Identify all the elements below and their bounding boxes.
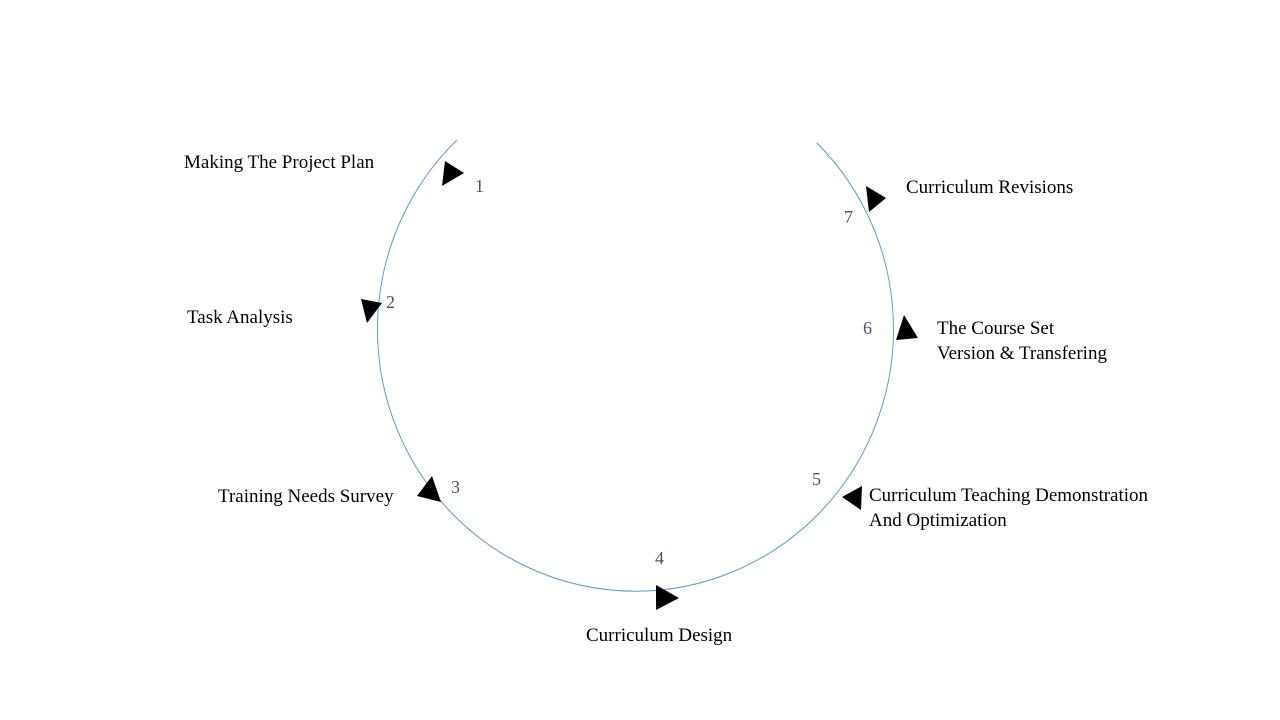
- step-label-5: Curriculum Teaching Demonstration And Op…: [869, 483, 1148, 533]
- arrow-icon-1: [442, 161, 464, 186]
- step-number-2: 2: [386, 292, 395, 312]
- step-label-6-line1: The Course Set: [937, 318, 1055, 339]
- step-label-1: Making The Project Plan: [184, 152, 375, 173]
- arrow-icon-6: [896, 315, 918, 340]
- arrow-icon-5: [842, 486, 862, 510]
- step-label-5-line1: Curriculum Teaching Demonstration: [869, 485, 1149, 506]
- step-label-7: Curriculum Revisions: [906, 177, 1074, 198]
- arrow-icon-3: [417, 476, 441, 502]
- step-label-6: The Course Set Version & Transfering: [937, 316, 1107, 366]
- arrow-icon-4: [656, 585, 679, 610]
- step-label-3: Training Needs Survey: [218, 486, 394, 507]
- step-label-2: Task Analysis: [187, 307, 293, 328]
- step-label-4: Curriculum Design: [586, 625, 733, 646]
- step-label-5-line2: And Optimization: [869, 510, 1007, 531]
- step-number-4: 4: [655, 548, 664, 568]
- arrow-icon-7: [866, 186, 886, 212]
- step-number-7: 7: [844, 207, 853, 227]
- cycle-arc: [376, 139, 894, 592]
- arrow-icon-2: [361, 299, 382, 323]
- step-label-6-line2: Version & Transfering: [937, 343, 1107, 364]
- step-number-3: 3: [451, 477, 460, 497]
- step-number-1: 1: [475, 176, 484, 196]
- step-number-5: 5: [812, 469, 821, 489]
- step-number-6: 6: [863, 318, 872, 338]
